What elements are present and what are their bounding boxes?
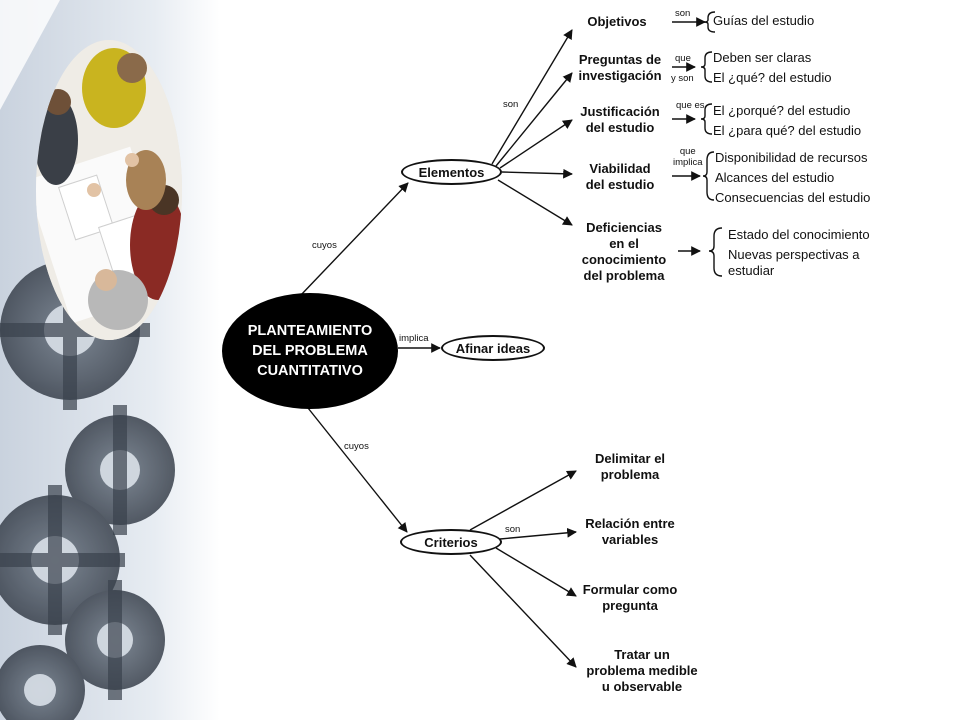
criterio-item-1: Delimitar el problema	[594, 451, 666, 482]
viabilidad-title: Viabilidad del estudio	[585, 161, 655, 192]
justificacion-title: Justificación del estudio	[580, 104, 660, 135]
preguntas-connector-2: y son	[671, 73, 694, 84]
justificacion-item-1: El ¿porqué? del estudio	[713, 103, 851, 118]
justificacion-item-2: El ¿para qué? del estudio	[713, 123, 862, 138]
elementos-node: Elementos	[401, 159, 502, 185]
root-node: PLANTEAMIENTO DEL PROBLEMA CUANTITATIVO	[222, 293, 398, 409]
justificacion-connector: que es	[676, 100, 705, 111]
link-label-cuyos-bottom: cuyos	[344, 441, 369, 452]
viabilidad-item-3: Consecuencias del estudio	[715, 190, 871, 205]
link-label-son-criterios: son	[505, 524, 521, 535]
root-line-2: DEL PROBLEMA	[252, 343, 368, 359]
link-label-cuyos-top: cuyos	[312, 240, 337, 251]
team-meeting-photo	[36, 40, 182, 340]
preguntas-item-1: Deben ser claras	[713, 50, 812, 65]
objetivos-item-1: Guías del estudio	[713, 13, 815, 28]
link-label-son-elementos: son	[503, 99, 519, 110]
root-line-3: CUANTITATIVO	[257, 363, 363, 379]
root-line-1: PLANTEAMIENTO	[247, 323, 373, 339]
criterio-item-4: Tratar un problema medible u observable	[586, 647, 698, 694]
preguntas-item-2: El ¿qué? del estudio	[713, 70, 832, 85]
deficiencias-title: Deficiencias en el conocimiento del prob…	[581, 220, 667, 283]
deficiencias-item-1: Estado del conocimiento	[728, 227, 870, 242]
preguntas-connector-1: que	[675, 53, 691, 64]
preguntas-title: Preguntas de investigación	[578, 52, 662, 83]
afinar-ideas-node: Afinar ideas	[441, 335, 545, 361]
criterio-item-2: Relación entre variables	[585, 516, 675, 547]
deficiencias-item-2: Nuevas perspectivas a	[728, 247, 860, 262]
criterio-item-3: Formular como pregunta	[582, 582, 678, 613]
link-label-implica: implica	[399, 333, 429, 344]
objetivos-title: Objetivos	[587, 14, 647, 29]
criterios-node: Criterios	[400, 529, 502, 555]
viabilidad-item-2: Alcances del estudio	[715, 170, 835, 185]
viabilidad-item-1: Disponibilidad de recursos	[715, 150, 868, 165]
objetivos-connector: son	[675, 8, 691, 19]
viabilidad-connector: que implica	[673, 146, 703, 168]
deficiencias-item-3: estudiar	[728, 263, 775, 278]
